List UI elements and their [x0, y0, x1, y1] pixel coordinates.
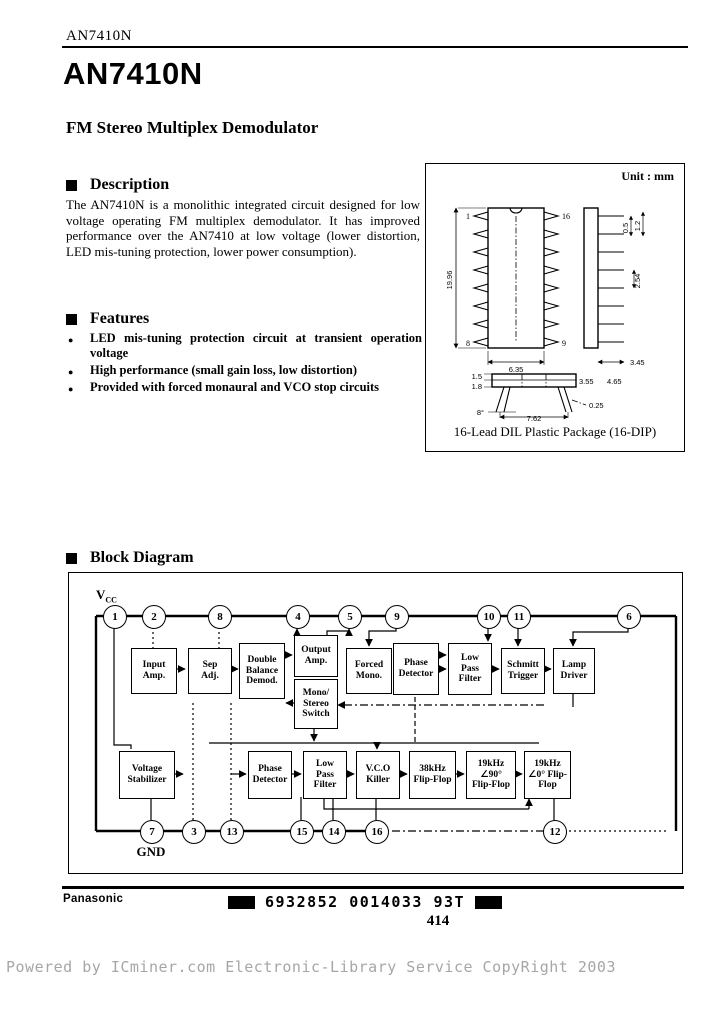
svg-text:16: 16 — [562, 212, 570, 221]
pin-circle: 5 — [338, 605, 362, 629]
block-schmitt-trigger: Schmitt Trigger — [501, 648, 545, 694]
barcode: 6932852 0014033 93T — [228, 893, 503, 911]
pin-circle: 1 — [103, 605, 127, 629]
svg-text:19.96: 19.96 — [445, 271, 454, 290]
package-body-front-view — [491, 373, 577, 388]
features-list: ● LED mis-tuning protection circuit at tr… — [66, 331, 422, 397]
watermark: Powered by ICminer.com Electronic-Librar… — [6, 958, 616, 976]
block-mono-stereo-switch: Mono/ Stereo Switch — [294, 679, 338, 729]
package-notch — [509, 207, 523, 214]
square-bullet-icon — [66, 313, 77, 325]
pin-circle: 15 — [290, 820, 314, 844]
pin-circle: 14 — [322, 820, 346, 844]
svg-text:1: 1 — [466, 212, 470, 221]
footer-rule — [62, 886, 684, 889]
block-phase-detector-top: Phase Detector — [393, 643, 439, 695]
barcode-text: 6932852 0014033 93T — [265, 893, 466, 911]
svg-text:2.54: 2.54 — [633, 274, 642, 289]
square-bullet-icon — [66, 552, 77, 564]
dot-bullet-icon: ● — [68, 384, 74, 394]
pin-circle: 8 — [208, 605, 232, 629]
page-number: 414 — [426, 913, 450, 929]
svg-text:4.65: 4.65 — [607, 377, 622, 386]
block-sep-adj: Sep Adj. — [188, 648, 232, 694]
pin-circle: 6 — [617, 605, 641, 629]
feature-text: High performance (small gain loss, low d… — [90, 363, 358, 377]
svg-text:1.2: 1.2 — [633, 221, 642, 231]
block-diagram-heading: Block Diagram — [66, 549, 194, 567]
gnd-label: GND — [136, 844, 166, 859]
feature-item: ● LED mis-tuning protection circuit at tr… — [66, 331, 422, 361]
block-voltage-stabilizer: Voltage Stabilizer — [119, 751, 175, 799]
pin-circle: 3 — [182, 820, 206, 844]
pin-circle: 2 — [142, 605, 166, 629]
block-lamp-driver: Lamp Driver — [553, 648, 595, 694]
package-drawing-svg: 1 16 8 9 19.96 6.35 0.5 1.2 2.54 3.45 3.… — [445, 207, 646, 422]
block-flipflop-19khz-90: 19kHz ∠90° Flip-Flop — [466, 751, 516, 799]
block-flipflop-38khz: 38kHz Flip-Flop — [409, 751, 456, 799]
page-subtitle: FM Stereo Multiplex Demodulator — [66, 118, 319, 137]
block-phase-detector-bottom: Phase Detector — [248, 751, 292, 799]
description-heading-label: Description — [90, 176, 170, 193]
page-title: AN7410N — [63, 56, 203, 91]
block-vco-killer: V.C.O Killer — [356, 751, 400, 799]
block-flipflop-19khz-0: 19kHz ∠0° Flip- Flop — [524, 751, 571, 799]
package-drawing-box: Unit : mm 1 16 8 9 19.96 6.35 — [425, 163, 685, 452]
pin-circle: 12 — [543, 820, 567, 844]
svg-text:6.35: 6.35 — [509, 365, 524, 374]
pin-circle: 16 — [365, 820, 389, 844]
square-bullet-icon — [66, 179, 77, 191]
description-body: The AN7410N is a monolithic integrated c… — [66, 197, 420, 259]
block-diagram: VCC GND Input Amp.Sep Adj.Double Balance… — [68, 572, 683, 874]
feature-text: LED mis-tuning protection circuit at tra… — [90, 331, 422, 360]
feature-item: ● Provided with forced monaural and VCO s… — [66, 380, 422, 395]
vcc-label: VCC — [96, 587, 117, 605]
dot-bullet-icon: ● — [68, 367, 74, 377]
block-diagram-heading-label: Block Diagram — [90, 549, 194, 566]
package-body-side-view — [583, 207, 599, 349]
barcode-block-icon — [475, 895, 503, 909]
package-pins — [471, 211, 624, 347]
block-low-pass-filter-bottom: Low Pass Filter — [303, 751, 347, 799]
block-low-pass-filter-top: Low Pass Filter — [448, 643, 492, 695]
svg-text:0.25: 0.25 — [589, 401, 604, 410]
block-output-amp: Output Amp. — [294, 635, 338, 677]
pin-circle: 10 — [477, 605, 501, 629]
svg-text:3.45: 3.45 — [630, 358, 645, 367]
svg-text:1.8: 1.8 — [472, 382, 482, 391]
description-heading: Description — [66, 176, 169, 194]
pin-circle: 7 — [140, 820, 164, 844]
unit-label: Unit : mm — [621, 169, 674, 183]
brand-logo: Panasonic — [63, 893, 124, 905]
header-rule — [62, 46, 688, 48]
features-heading: Features — [66, 310, 149, 328]
pin-circle: 4 — [286, 605, 310, 629]
pin-circle: 9 — [385, 605, 409, 629]
svg-text:8: 8 — [466, 339, 470, 348]
doc-number: AN7410N — [66, 28, 132, 44]
svg-text:7.62: 7.62 — [527, 414, 542, 422]
block-forced-mono: Forced Mono. — [346, 648, 392, 694]
svg-text:9: 9 — [562, 339, 566, 348]
package-caption: 16-Lead DIL Plastic Package (16-DIP) — [453, 424, 657, 439]
pin-circle: 11 — [507, 605, 531, 629]
svg-text:0.5: 0.5 — [621, 223, 630, 233]
svg-text:8°: 8° — [477, 408, 484, 417]
block-double-balance-demod: Double Balance Demod. — [239, 643, 285, 699]
feature-item: ● High performance (small gain loss, low … — [66, 363, 422, 378]
feature-text: Provided with forced monaural and VCO st… — [90, 380, 380, 394]
block-input-amp: Input Amp. — [131, 648, 177, 694]
svg-text:1.5: 1.5 — [472, 372, 482, 381]
dot-bullet-icon: ● — [68, 335, 74, 345]
pin-circle: 13 — [220, 820, 244, 844]
features-heading-label: Features — [90, 310, 150, 327]
svg-text:3.55: 3.55 — [579, 377, 594, 386]
barcode-block-icon — [228, 895, 255, 909]
